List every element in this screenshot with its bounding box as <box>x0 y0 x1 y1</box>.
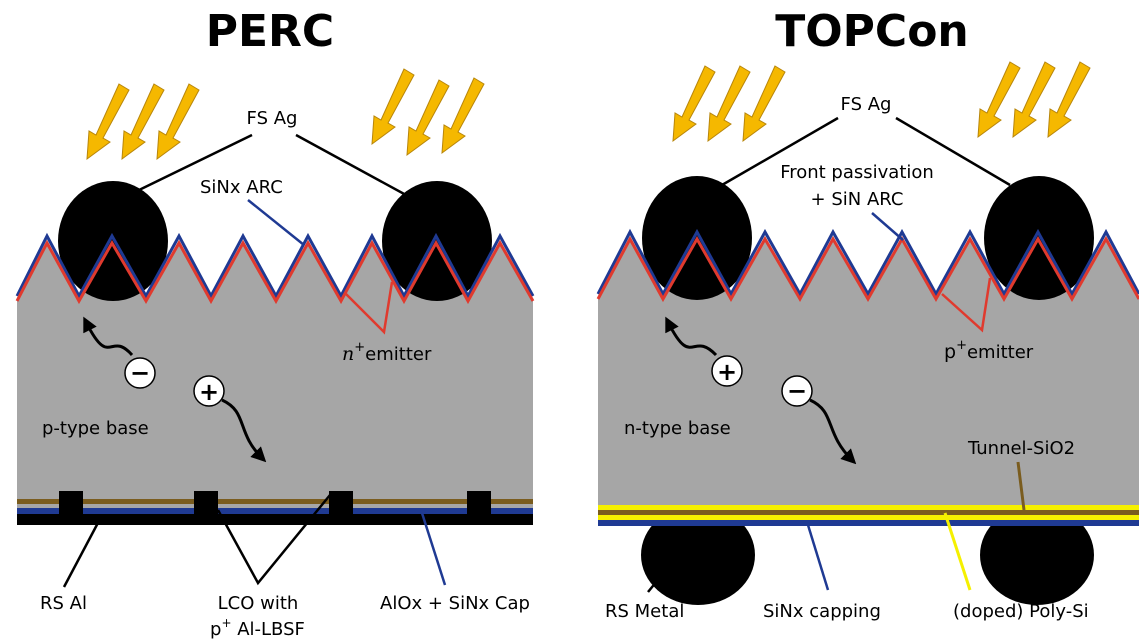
topcon-rs-metal-contact-right <box>980 505 1094 605</box>
topcon-rs-leader <box>647 564 671 593</box>
perc-emitter-line <box>15 239 535 305</box>
perc-fs-ag-contact-left <box>58 181 168 301</box>
perc-arc-label: SiNx ARC <box>200 177 283 198</box>
perc-emitter-leader <box>345 281 394 335</box>
sun-arrow-icon <box>672 61 1091 143</box>
perc-fs-ag-label: FS Ag <box>247 108 298 129</box>
minus-charge-icon <box>124 357 156 389</box>
perc-p-type-base-body <box>17 240 533 505</box>
perc-panel: PERC FS Ag SiNx A <box>15 6 535 640</box>
sun-arrow-icon <box>86 68 485 161</box>
carrier-path-icon <box>83 316 134 356</box>
topcon-rs-label: RS Metal <box>605 601 684 622</box>
topcon-tunnel-label: Tunnel-SiO2 <box>967 438 1075 459</box>
perc-lco-leader <box>216 494 331 586</box>
topcon-capping-leader <box>806 524 830 591</box>
plus-charge-icon <box>711 355 743 387</box>
topcon-panel: TOPCon FS Ag Front passivat <box>596 6 1139 622</box>
carrier-path-icon <box>809 398 857 465</box>
topcon-minus-symbol: − <box>787 377 807 405</box>
topcon-rs-metal-contact-left <box>641 505 755 605</box>
topcon-fs-ag-leader <box>721 116 839 187</box>
perc-fs-ag-leader <box>136 133 253 193</box>
perc-minus-symbol: − <box>130 359 150 387</box>
perc-passivation-leader <box>420 512 447 586</box>
perc-lco-contact <box>59 491 83 521</box>
perc-rs-label: RS Al <box>40 593 87 614</box>
perc-rs-al-layer <box>17 514 533 525</box>
minus-charge-icon <box>781 375 813 407</box>
perc-arc-leader <box>247 199 305 246</box>
carrier-path-icon <box>665 316 718 357</box>
topcon-title: TOPCon <box>775 6 969 57</box>
topcon-capping-label: SiNx capping <box>763 601 881 622</box>
perc-sinx-arc-line <box>15 232 535 300</box>
topcon-n-type-base-body <box>598 236 1139 505</box>
perc-lco-contact <box>194 491 218 521</box>
topcon-front-passivation-label-line1: Front passivation <box>780 162 934 183</box>
topcon-poly-si-layer-2 <box>598 515 1139 520</box>
topcon-emitter-line <box>596 235 1139 303</box>
topcon-front-passivation-label-line2: + SiN ARC <box>811 189 904 210</box>
perc-gap-layer <box>17 504 533 508</box>
perc-aluminium-oxide-layer <box>17 499 533 504</box>
topcon-fs-ag-leader <box>895 116 1011 187</box>
topcon-fs-ag-label: FS Ag <box>841 94 892 115</box>
topcon-tunnel-leader <box>1016 461 1026 511</box>
topcon-poly-si-layer <box>598 505 1139 510</box>
perc-lco-contact <box>467 491 491 521</box>
perc-lco-contact <box>329 491 353 521</box>
topcon-front-passivation-leader <box>871 212 904 241</box>
perc-title: PERC <box>206 6 334 57</box>
perc-base-label: p-type base <box>42 418 149 439</box>
topcon-sinx-capping-layer <box>598 520 1139 526</box>
topcon-front-passivation-line <box>596 228 1139 298</box>
perc-plus-symbol: + <box>199 378 219 406</box>
perc-passivation-label: AlOx + SiNx Cap <box>380 593 530 614</box>
perc-fs-ag-leader <box>295 133 407 197</box>
topcon-base-label: n-type base <box>624 418 731 439</box>
topcon-emitter-leader <box>941 277 992 333</box>
perc-lco-label-line1: LCO with <box>218 593 299 614</box>
topcon-poly-si-leader <box>943 512 972 591</box>
carrier-path-icon <box>221 398 267 463</box>
perc-rs-leader <box>62 518 102 588</box>
topcon-emitter-label: p+emitter <box>944 338 1034 363</box>
topcon-poly-si-label: (doped) Poly-Si <box>953 601 1089 622</box>
perc-sinx-cap-layer <box>17 508 533 514</box>
topcon-plus-symbol: + <box>717 358 737 386</box>
perc-lco-label-line2: p+ Al-LBSF <box>210 616 305 640</box>
perc-emitter-label: n+emitter <box>342 340 432 365</box>
topcon-tunnel-oxide-layer <box>598 510 1139 515</box>
plus-charge-icon <box>193 375 225 407</box>
